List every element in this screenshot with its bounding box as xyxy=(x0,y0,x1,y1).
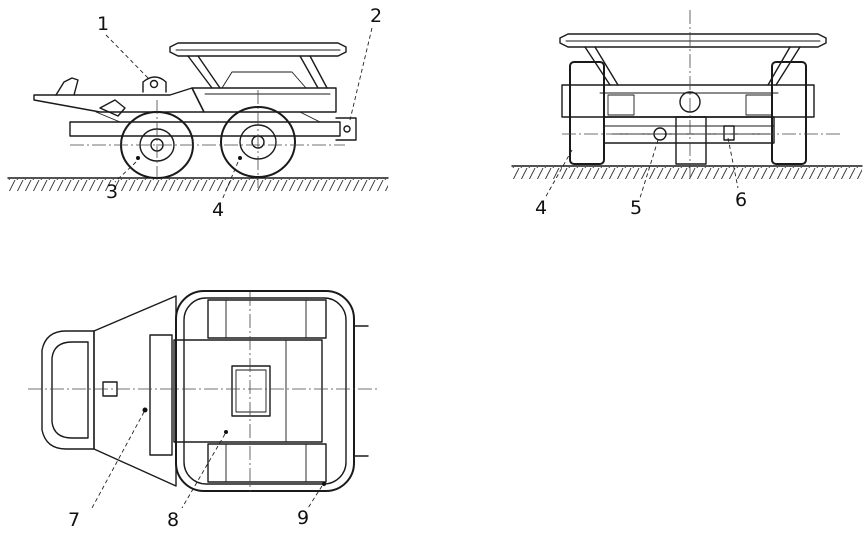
side-view: 1 2 3 4 xyxy=(7,5,389,221)
top-canopy-outline xyxy=(175,290,355,492)
top-front-section xyxy=(93,295,177,487)
front-canopy-roof xyxy=(559,33,827,48)
callout-7: 7 xyxy=(68,509,80,531)
callout-5: 5 xyxy=(630,197,642,219)
side-canopy-roof xyxy=(169,42,347,57)
front-wheel-left xyxy=(569,61,605,165)
callout-6: 6 xyxy=(735,189,747,211)
callout-8: 8 xyxy=(167,509,179,531)
top-wheel-block-lower xyxy=(207,443,327,483)
top-wheel-block-upper xyxy=(207,299,327,339)
callout-1: 1 xyxy=(97,13,109,35)
callout-4-side: 4 xyxy=(212,199,224,221)
top-view: 7 8 9 xyxy=(28,290,378,531)
front-ground-hatching xyxy=(512,167,862,179)
side-ground-hatching xyxy=(8,179,388,191)
side-rear-bracket xyxy=(335,117,357,141)
front-wheel-right xyxy=(771,61,807,165)
side-front-section xyxy=(33,87,205,113)
side-front-fin xyxy=(55,77,79,96)
top-front-handle xyxy=(41,330,95,450)
side-chassis-frame xyxy=(69,121,341,137)
top-seat-block xyxy=(149,334,173,456)
front-view: 4 5 6 xyxy=(511,10,863,219)
front-item-6 xyxy=(723,125,735,141)
top-deck xyxy=(173,339,323,443)
callout-2: 2 xyxy=(370,5,382,27)
front-axle-housing xyxy=(603,116,775,144)
callout-9: 9 xyxy=(297,507,309,529)
callout-4-front: 4 xyxy=(535,197,547,219)
top-control-box xyxy=(231,365,271,417)
callout-3: 3 xyxy=(106,181,118,203)
front-center-post xyxy=(675,116,707,165)
side-operator-lamp xyxy=(142,76,167,93)
